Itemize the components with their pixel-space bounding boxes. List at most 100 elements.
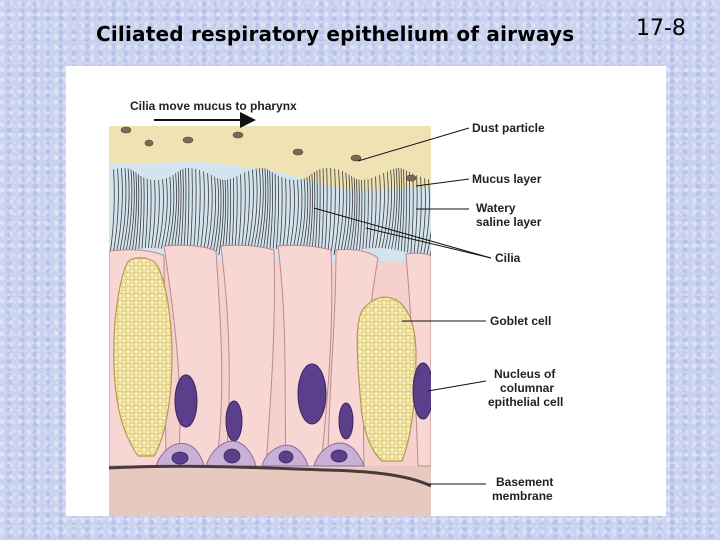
cilium — [141, 177, 145, 249]
cilium — [276, 175, 279, 249]
basal-nucleus — [223, 448, 241, 464]
epithelium-illustration — [109, 112, 492, 516]
dust-particle — [292, 148, 304, 156]
cilium — [352, 178, 358, 252]
cilium — [378, 172, 385, 249]
cilium — [138, 175, 142, 249]
label-cilia: Cilia — [495, 251, 521, 265]
label-watery: Watery — [476, 201, 516, 215]
cilium — [244, 171, 250, 251]
columnar-nucleus — [338, 402, 354, 440]
basal-nucleus — [171, 451, 189, 465]
leader-line-cilia — [313, 207, 492, 259]
cilium — [170, 173, 177, 251]
leader-line-cilia — [365, 227, 492, 259]
cilium — [384, 169, 392, 249]
cilium — [381, 171, 389, 249]
label-membrane: membrane — [492, 489, 553, 503]
cilium — [256, 167, 264, 249]
columnar-cell — [163, 244, 223, 467]
slide-number: 17-8 — [636, 16, 686, 41]
cilium — [132, 172, 137, 250]
cilium — [349, 177, 356, 252]
cilium — [157, 179, 164, 249]
cilium — [164, 176, 172, 250]
cilium — [128, 170, 135, 251]
goblet-cell — [113, 257, 173, 457]
cilium — [247, 169, 254, 250]
cilium — [119, 168, 127, 253]
cilium — [260, 168, 267, 249]
dust-particle — [144, 139, 154, 147]
label-dust-particle: Dust particle — [472, 121, 545, 135]
cilium — [346, 176, 353, 253]
cilium — [362, 179, 366, 250]
columnar-nucleus — [297, 363, 327, 425]
cilium — [423, 179, 430, 256]
basal-nucleus — [330, 449, 348, 463]
basement-membrane — [109, 464, 431, 488]
cilium — [320, 168, 324, 257]
cilium — [167, 175, 175, 250]
cilium — [400, 169, 405, 252]
columnar-cell — [277, 244, 333, 467]
leader-line-nucleus — [427, 380, 487, 392]
slide-title: Ciliated respiratory epithelium of airwa… — [96, 22, 575, 46]
leader-line-mucus — [415, 178, 470, 187]
leader-line-dust — [357, 127, 470, 162]
cilium — [368, 177, 373, 249]
cilium — [375, 174, 381, 249]
cilium — [391, 168, 398, 250]
cilium — [426, 229, 431, 256]
cilium — [212, 178, 219, 256]
connective-tissue — [109, 461, 431, 516]
cilium — [356, 179, 360, 251]
cilium — [279, 177, 283, 250]
cilium — [109, 169, 115, 255]
cilium — [397, 168, 403, 251]
cilium — [122, 168, 130, 252]
cilium — [160, 178, 168, 249]
cilium — [116, 168, 123, 254]
cilium — [388, 168, 395, 249]
cilium — [359, 179, 363, 250]
dust-particle — [405, 174, 417, 182]
cilium — [330, 168, 336, 256]
cilium — [266, 170, 271, 249]
label-basement: Basement — [496, 475, 554, 489]
cilium — [176, 170, 182, 252]
label-goblet-cell: Goblet cell — [490, 314, 552, 328]
cilium — [340, 172, 348, 254]
cilium — [336, 171, 344, 255]
cilium — [343, 174, 351, 254]
cilium — [215, 179, 222, 256]
columnar-nucleus — [174, 374, 198, 428]
columnar-nucleus — [225, 400, 243, 442]
dust-particle — [120, 126, 132, 134]
cilium — [272, 173, 276, 249]
label-mucus-layer: Mucus layer — [472, 172, 542, 186]
cilium — [269, 172, 274, 249]
cilium — [263, 169, 269, 249]
basal-nucleus — [278, 450, 294, 464]
cilium — [372, 176, 377, 249]
cilium — [420, 178, 426, 256]
cilium — [250, 168, 258, 250]
dust-particle — [182, 136, 194, 144]
cilium — [333, 169, 340, 255]
cilium — [240, 172, 246, 251]
cilium — [125, 169, 133, 252]
cilium — [394, 167, 400, 250]
columnar-nucleus — [412, 362, 431, 420]
cilium — [218, 179, 224, 256]
cilium — [285, 179, 291, 251]
cilium — [135, 174, 140, 250]
label-saline-layer: saline layer — [476, 215, 542, 229]
cilium — [282, 178, 287, 251]
cilium — [112, 168, 119, 255]
cilium — [365, 179, 369, 249]
cilium — [253, 168, 261, 249]
cilium — [151, 179, 156, 249]
cilium — [180, 168, 184, 253]
cilium — [154, 179, 160, 249]
